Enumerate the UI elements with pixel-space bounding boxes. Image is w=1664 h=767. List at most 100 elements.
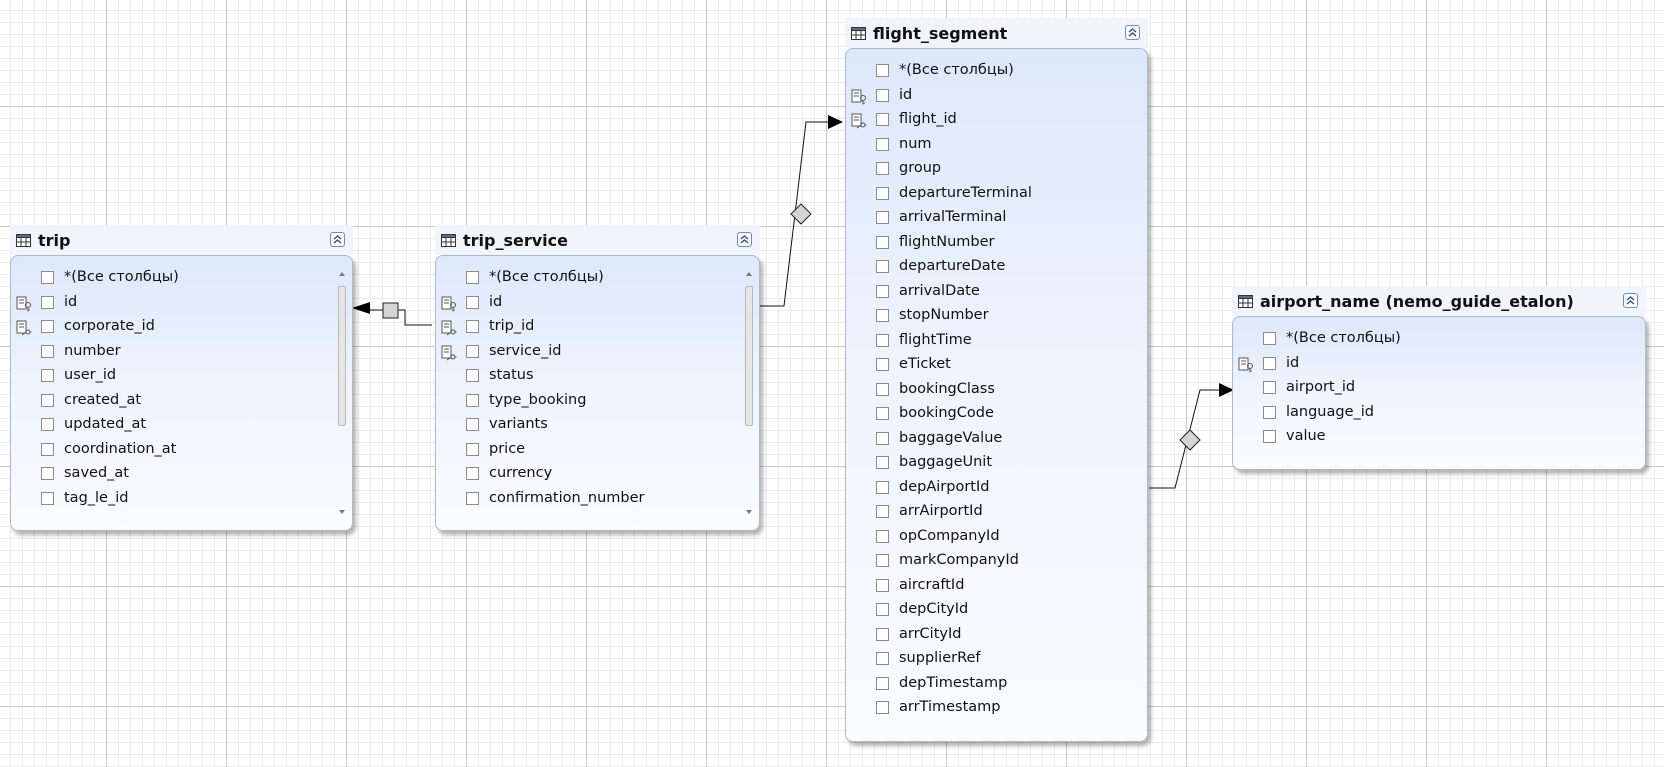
column-row[interactable]: price <box>436 439 743 464</box>
column-row[interactable]: updated_at <box>11 414 336 439</box>
column-checkbox[interactable] <box>1263 332 1276 345</box>
column-row[interactable]: baggageValue <box>846 428 1131 453</box>
column-row[interactable]: arrivalDate <box>846 281 1131 306</box>
column-checkbox[interactable] <box>876 64 889 77</box>
column-checkbox[interactable] <box>876 431 889 445</box>
column-row[interactable]: group <box>846 158 1131 183</box>
collapse-button[interactable] <box>1125 25 1140 40</box>
column-checkbox[interactable] <box>41 393 54 407</box>
column-checkbox[interactable] <box>876 309 889 322</box>
column-row[interactable]: depCityId <box>846 599 1131 624</box>
column-checkbox[interactable] <box>466 442 479 456</box>
table-header[interactable]: airport_name (nemo_guide_etalon) <box>1232 286 1646 316</box>
scroll-up-icon[interactable] <box>746 272 752 276</box>
column-checkbox[interactable] <box>876 652 889 665</box>
column-checkbox[interactable] <box>1263 381 1276 394</box>
column-checkbox[interactable] <box>876 578 889 592</box>
column-row[interactable]: stopNumber <box>846 305 1131 330</box>
column-checkbox[interactable] <box>876 113 889 126</box>
column-row[interactable]: flight_id <box>846 109 1131 134</box>
column-checkbox[interactable] <box>41 320 54 333</box>
column-checkbox[interactable] <box>41 369 54 382</box>
column-checkbox[interactable] <box>876 260 889 273</box>
column-checkbox[interactable] <box>876 382 889 396</box>
column-checkbox[interactable] <box>876 603 889 616</box>
column-row[interactable]: service_id <box>436 341 743 366</box>
column-row[interactable]: corporate_id <box>11 316 336 341</box>
column-row[interactable]: id <box>1233 353 1629 378</box>
column-checkbox[interactable] <box>876 162 889 175</box>
column-checkbox[interactable] <box>876 701 889 714</box>
column-row[interactable]: eTicket <box>846 354 1131 379</box>
scroll-thumb[interactable] <box>338 286 346 426</box>
column-row[interactable]: departureTerminal <box>846 183 1131 208</box>
column-row[interactable]: id <box>846 85 1131 110</box>
column-row[interactable]: bookingCode <box>846 403 1131 428</box>
relation-flight-segment-to-airport-name[interactable] <box>1149 383 1234 489</box>
column-row[interactable]: departureDate <box>846 256 1131 281</box>
column-checkbox[interactable] <box>41 344 54 358</box>
column-checkbox[interactable] <box>466 369 479 382</box>
collapse-button[interactable] <box>330 232 345 247</box>
column-checkbox[interactable] <box>876 186 889 200</box>
column-checkbox[interactable] <box>876 627 889 641</box>
column-row[interactable]: saved_at <box>11 463 336 488</box>
column-checkbox[interactable] <box>466 418 479 431</box>
column-row[interactable]: opCompanyId <box>846 526 1131 551</box>
column-row[interactable]: status <box>436 365 743 390</box>
column-checkbox[interactable] <box>876 456 889 469</box>
column-checkbox[interactable] <box>876 480 889 494</box>
column-checkbox[interactable] <box>876 554 889 567</box>
scroll-up-icon[interactable] <box>339 272 345 276</box>
column-checkbox[interactable] <box>1263 356 1276 370</box>
column-row[interactable]: number <box>11 341 336 366</box>
column-checkbox[interactable] <box>1263 430 1276 443</box>
collapse-button[interactable] <box>737 232 752 247</box>
column-row[interactable]: airport_id <box>1233 377 1629 402</box>
table-header[interactable]: trip_service <box>435 225 760 255</box>
column-row[interactable]: language_id <box>1233 402 1629 427</box>
column-checkbox[interactable] <box>876 333 889 347</box>
column-checkbox[interactable] <box>876 137 889 151</box>
table-header[interactable]: flight_segment <box>845 18 1148 48</box>
column-checkbox[interactable] <box>466 344 479 358</box>
column-row[interactable]: baggageUnit <box>846 452 1131 477</box>
column-row[interactable]: bookingClass <box>846 379 1131 404</box>
column-row[interactable]: id <box>436 292 743 317</box>
column-row[interactable]: *(Все столбцы) <box>11 267 336 292</box>
column-row[interactable]: arrCityId <box>846 624 1131 649</box>
column-checkbox[interactable] <box>876 358 889 371</box>
scroll-down-icon[interactable] <box>339 510 345 514</box>
column-checkbox[interactable] <box>466 467 479 480</box>
column-row[interactable]: aircraftId <box>846 575 1131 600</box>
column-checkbox[interactable] <box>41 418 54 431</box>
column-checkbox[interactable] <box>876 529 889 543</box>
column-row[interactable]: *(Все столбцы) <box>436 267 743 292</box>
column-checkbox[interactable] <box>41 271 54 284</box>
column-checkbox[interactable] <box>41 491 54 505</box>
column-checkbox[interactable] <box>1263 405 1276 419</box>
column-row[interactable]: type_booking <box>436 390 743 415</box>
column-checkbox[interactable] <box>466 271 479 284</box>
column-row[interactable]: user_id <box>11 365 336 390</box>
column-checkbox[interactable] <box>876 88 889 102</box>
column-row[interactable]: depAirportId <box>846 477 1131 502</box>
column-row[interactable]: depTimestamp <box>846 673 1131 698</box>
column-checkbox[interactable] <box>876 676 889 690</box>
column-checkbox[interactable] <box>466 320 479 333</box>
column-checkbox[interactable] <box>466 393 479 407</box>
column-row[interactable]: arrivalTerminal <box>846 207 1131 232</box>
scroll-down-icon[interactable] <box>746 510 752 514</box>
column-checkbox[interactable] <box>876 211 889 224</box>
column-checkbox[interactable] <box>876 284 889 298</box>
column-checkbox[interactable] <box>466 491 479 505</box>
relation-trip-service-to-flight-segment[interactable] <box>758 115 843 307</box>
column-row[interactable]: tag_le_id <box>11 488 336 513</box>
collapse-button[interactable] <box>1623 293 1638 308</box>
column-row[interactable]: supplierRef <box>846 648 1131 673</box>
table-airport-name[interactable]: airport_name (nemo_guide_etalon)*(Все ст… <box>1232 286 1646 470</box>
